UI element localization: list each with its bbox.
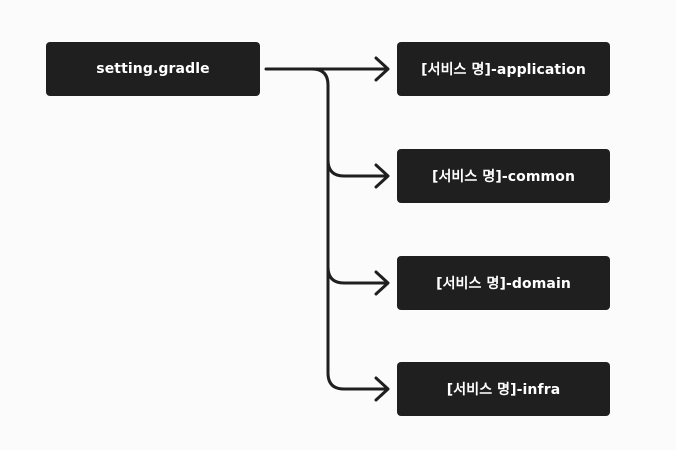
node-application: [서비스 명]-application xyxy=(397,42,610,96)
arrowhead-application xyxy=(374,56,390,82)
node-common: [서비스 명]-common xyxy=(397,149,610,203)
connector-to-infra xyxy=(326,371,388,391)
node-domain: [서비스 명]-domain xyxy=(397,256,610,310)
arrowhead-common xyxy=(374,163,390,189)
connector-to-domain xyxy=(326,265,388,285)
arrowhead-infra xyxy=(374,376,390,402)
node-label: setting.gradle xyxy=(96,61,210,77)
node-label: [서비스 명]-infra xyxy=(446,382,561,398)
node-label: [서비스 명]-application xyxy=(421,62,586,78)
node-label: [서비스 명]-common xyxy=(431,169,576,185)
node-setting-gradle: setting.gradle xyxy=(46,42,260,96)
connector-spine xyxy=(310,67,330,374)
node-infra: [서비스 명]-infra xyxy=(397,362,610,416)
node-label: [서비스 명]-domain xyxy=(436,276,571,292)
arrowhead-domain xyxy=(374,270,390,296)
connector-to-common xyxy=(326,158,388,178)
